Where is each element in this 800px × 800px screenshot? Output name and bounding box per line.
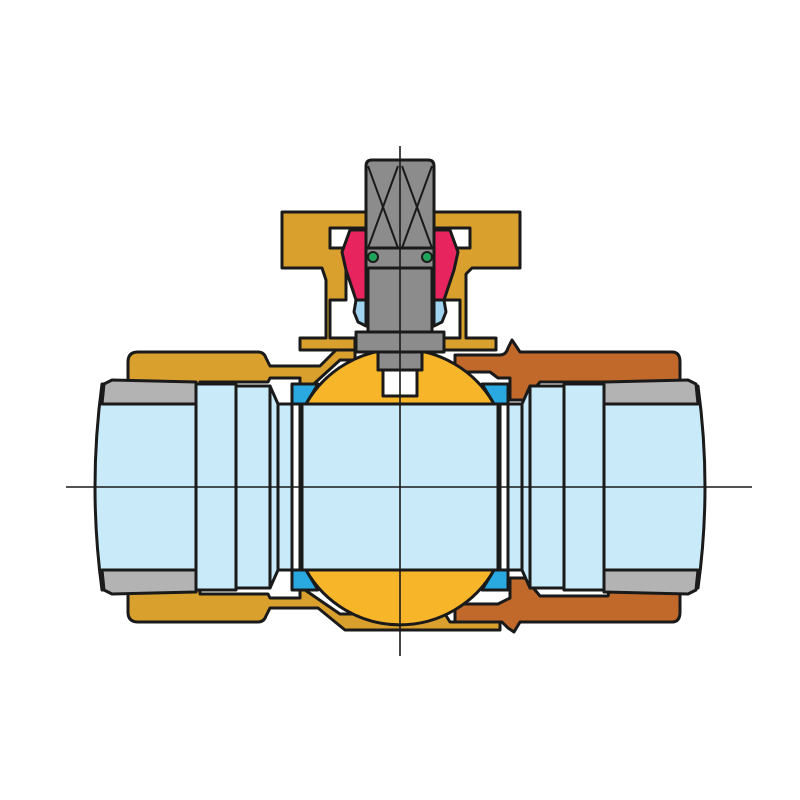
- o-rings: [367, 251, 433, 263]
- bore: [93, 382, 707, 592]
- threads: [100, 378, 700, 596]
- stem-packing: [352, 298, 448, 328]
- centerlines: [66, 146, 752, 656]
